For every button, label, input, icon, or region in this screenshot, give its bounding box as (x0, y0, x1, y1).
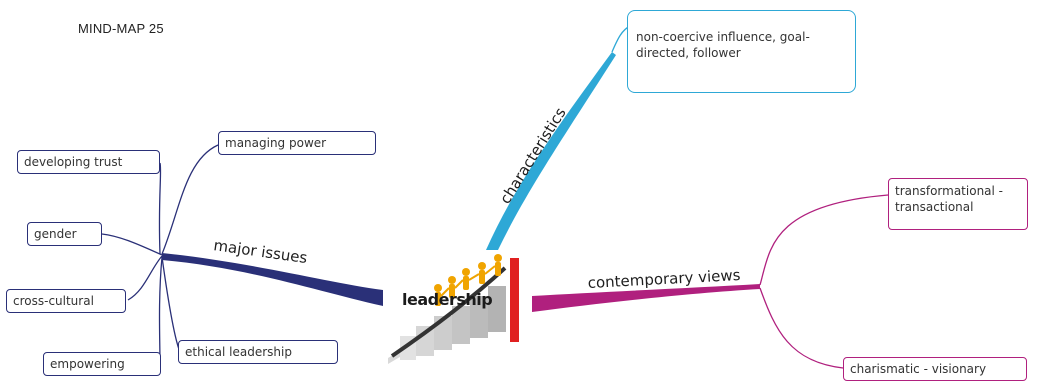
characteristics-label: characteristics (496, 104, 570, 207)
connector-developing-trust (158, 162, 162, 255)
leaf-label: ethical leadership (185, 345, 292, 359)
central-topic-label: leadership (402, 290, 493, 309)
characteristics-branch-line (486, 52, 616, 250)
connector-ethical-leadership (161, 256, 181, 353)
major-issues-branch-line (162, 253, 383, 306)
branch-characteristics: characteristics (486, 25, 631, 250)
mind-map-title: MIND-MAP 25 (78, 21, 164, 36)
connector-gender (101, 233, 163, 256)
branch-major-issues: major issues (101, 144, 383, 365)
leaf-developing-trust[interactable]: developing trust (17, 150, 160, 174)
leaf-transformational-transactional[interactable]: transformational - transactional (888, 178, 1028, 230)
connector-transformational (759, 194, 889, 286)
leaf-label: transformational - transactional (895, 184, 1003, 214)
leaf-gender[interactable]: gender (27, 222, 102, 246)
leaf-label: cross-cultural (13, 294, 94, 308)
leaf-cross-cultural[interactable]: cross-cultural (6, 289, 126, 313)
leaf-empowering[interactable]: empowering (43, 352, 161, 376)
leaf-label: gender (34, 227, 77, 241)
connector-cross-cultural (127, 255, 163, 301)
leaf-charismatic-visionary[interactable]: charismatic - visionary (843, 357, 1027, 381)
leaf-label: developing trust (24, 155, 123, 169)
branch-contemporary-views: contemporary views (532, 194, 889, 369)
leaf-label: charismatic - visionary (850, 362, 987, 376)
leaf-ethical-leadership[interactable]: ethical leadership (178, 340, 338, 364)
leaf-characteristics-details[interactable]: non-coercive influence, goal-directed, f… (627, 10, 856, 93)
connector-managing-power (161, 144, 219, 255)
leaf-managing-power[interactable]: managing power (218, 131, 376, 155)
people-climbing-staircase-icon (388, 254, 519, 364)
leaf-label: non-coercive influence, goal-directed, f… (636, 30, 810, 60)
connector-charismatic (759, 287, 844, 369)
contemporary-views-branch-line (532, 284, 760, 312)
leaf-label: empowering (50, 357, 125, 371)
leaf-label: managing power (225, 136, 327, 150)
connector-empowering (158, 256, 163, 365)
